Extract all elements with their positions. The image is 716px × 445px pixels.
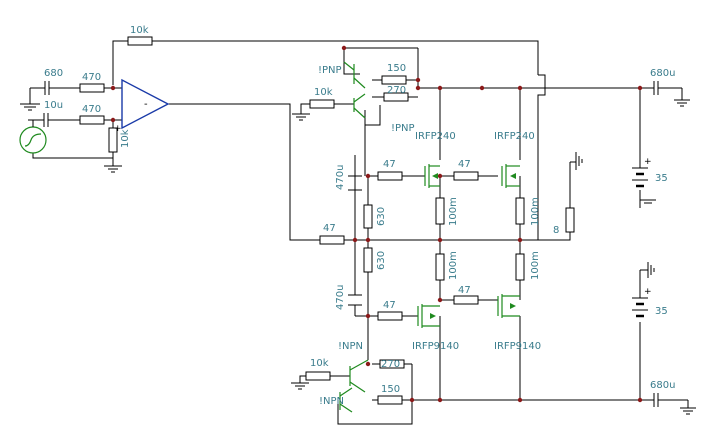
capacitor-out-top <box>653 81 666 95</box>
resistor-feedback <box>127 36 153 46</box>
resistor-q3-base <box>305 371 331 381</box>
capacitors <box>43 81 666 407</box>
label-r-feedback: 10k <box>130 25 149 36</box>
resistor-ground <box>108 127 118 153</box>
label-r-in-bottom: 470 <box>82 104 101 115</box>
bjt-q1-icon <box>343 61 366 119</box>
label-r-270-bottom: 270 <box>381 359 400 370</box>
label-r-gate-n1: 47 <box>383 159 396 170</box>
label-r-src-n1: 100m <box>448 197 459 226</box>
resistor-150-top <box>381 75 407 85</box>
resistor-load <box>565 207 575 233</box>
label-mosfet-n1: IRFP240 <box>415 131 456 142</box>
resistor-gate-n2 <box>453 171 479 181</box>
label-out-cap-top: 680u <box>650 68 675 79</box>
label-mosfet-n2: IRFP240 <box>494 131 535 142</box>
label-mosfet-p2: IRFP9140 <box>494 341 541 352</box>
ground-icon <box>680 407 696 415</box>
wires <box>28 40 689 425</box>
battery-bottom: + <box>632 287 652 318</box>
resistor-gate-n1 <box>377 171 403 181</box>
label-q2-type: !PNP <box>391 123 415 134</box>
label-r-src-n2: 100m <box>530 197 541 226</box>
label-supply-top: 35 <box>655 173 668 184</box>
svg-text:+: + <box>644 287 652 297</box>
ground-icon <box>647 262 655 278</box>
mosfet-p1-icon <box>417 304 440 328</box>
capacitor-input2 <box>43 113 56 127</box>
label-out-cap-bottom: 680u <box>650 380 675 391</box>
label-load: 8 <box>553 225 559 236</box>
ground-icon <box>674 99 690 107</box>
resistors <box>79 36 575 405</box>
bjt-q3-icon <box>339 359 369 413</box>
resistor-bias-top <box>363 204 373 229</box>
resistor-270-bottom <box>379 359 405 369</box>
ground-icon <box>639 199 656 208</box>
ground-symbols <box>20 96 696 415</box>
battery-top: + <box>632 157 652 188</box>
label-r-ground: 10k <box>120 129 131 148</box>
resistor-bias-bottom <box>363 247 373 273</box>
label-mosfet-p1: IRFP9140 <box>412 341 459 352</box>
resistor-150-bottom <box>377 395 403 405</box>
label-cap-boot-top: 470u <box>335 165 346 190</box>
label-q1-type: !PNP <box>318 65 342 76</box>
ground-icon <box>291 382 309 390</box>
capacitor-boot-bottom <box>348 294 362 306</box>
ground-icon <box>20 96 40 111</box>
label-cap-boot-bottom: 470u <box>335 285 346 310</box>
component-labels: 10k 680 470 10u 470 10k !PNP 10k 150 270… <box>44 25 675 407</box>
signal-source-icon <box>19 120 47 154</box>
resistor-src-n2 <box>515 197 525 225</box>
opamp-plus-sign: + <box>114 124 122 134</box>
resistor-src-p1 <box>435 253 445 281</box>
resistor-gate-p2 <box>453 295 479 305</box>
label-r-drive: 47 <box>323 223 336 234</box>
label-r-bias-bottom: 630 <box>376 251 387 270</box>
resistor-src-n1 <box>435 197 445 225</box>
label-r-gate-p2: 47 <box>458 285 471 296</box>
label-r-q1-base: 10k <box>314 87 333 98</box>
opamp-minus-sign: - <box>144 99 148 110</box>
label-input-cap: 680 <box>44 68 63 79</box>
label-r-270-top: 270 <box>387 85 406 96</box>
label-r-in-top: 470 <box>82 72 101 83</box>
label-q4-type: !NPN <box>319 396 344 407</box>
label-r-src-p1: 100m <box>448 251 459 280</box>
ground-icon <box>292 113 310 121</box>
opamp-icon: - + <box>114 78 170 134</box>
capacitor-input <box>44 81 57 95</box>
capacitor-out-bottom <box>653 393 666 407</box>
resistor-in-top <box>79 83 105 93</box>
capacitor-boot-top <box>348 175 362 191</box>
resistor-q1-base <box>309 99 335 109</box>
resistor-270-top <box>383 92 409 102</box>
ground-icon <box>104 165 122 173</box>
resistor-src-p2 <box>515 253 525 281</box>
label-r-150-bottom: 150 <box>381 384 400 395</box>
resistor-drive <box>319 235 345 245</box>
label-input-cap2: 10u <box>44 100 63 111</box>
label-q3-type: !NPN <box>338 341 363 352</box>
svg-text:+: + <box>644 157 652 167</box>
resistor-gate-p1 <box>377 311 403 321</box>
resistor-in-bottom <box>79 115 105 125</box>
label-r-bias-top: 630 <box>376 207 387 226</box>
label-r-gate-n2: 47 <box>458 159 471 170</box>
label-r-q3-base: 10k <box>310 358 329 369</box>
mosfet-n1-icon <box>424 164 440 188</box>
mosfet-p2-icon <box>497 294 520 318</box>
label-r-150-top: 150 <box>387 63 406 74</box>
ground-icon <box>575 152 583 170</box>
label-r-gate-p1: 47 <box>383 300 396 311</box>
label-r-src-p2: 100m <box>530 251 541 280</box>
label-supply-bottom: 35 <box>655 306 668 317</box>
mosfet-n2-icon <box>501 164 520 188</box>
junction-dots <box>110 45 643 403</box>
